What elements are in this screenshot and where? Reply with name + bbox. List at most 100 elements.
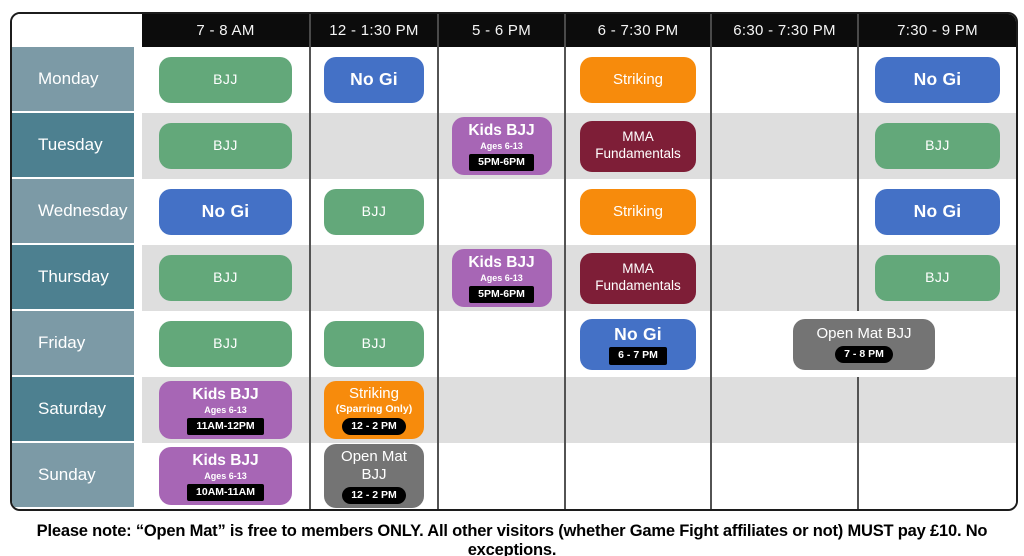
time-header-7-8am: 7 - 8 AM: [142, 14, 309, 47]
cell-wednesday-630-730pm: [710, 179, 857, 245]
time-badge: 5PM-6PM: [469, 285, 534, 303]
time-badge: 7 - 8 PM: [835, 345, 893, 363]
cell-friday-7-8am: BJJ: [142, 311, 309, 377]
cell-saturday-630-730pm: [710, 377, 857, 443]
time-badge: 6 - 7 PM: [609, 347, 667, 365]
class-label: BJJ: [361, 203, 387, 220]
class-label: BJJ: [361, 335, 387, 352]
class-label: No Gi: [913, 201, 962, 222]
class-label: Kids BJJ: [192, 452, 259, 470]
time-header-5-6pm: 5 - 6 PM: [437, 14, 564, 47]
cell-thursday-7-8am: BJJ: [142, 245, 309, 311]
footer-note: Please note: “Open Mat” is free to membe…: [36, 522, 988, 556]
class-label: BJJ: [213, 269, 238, 286]
class-label: No Gi: [201, 201, 250, 222]
day-label-saturday: Saturday: [12, 377, 142, 443]
class-label: BJJ: [213, 335, 238, 352]
class-pill-bjj: BJJ: [158, 255, 293, 301]
cell-sunday-630-730pm: [710, 443, 857, 509]
class-label: BJJ: [925, 137, 950, 154]
cell-friday-evening-span: Open Mat BJJ 7 - 8 PM: [710, 311, 1016, 377]
cell-friday-12-130pm: BJJ: [309, 311, 437, 377]
class-pill-nogi: No Gi 6 - 7 PM: [580, 318, 696, 370]
cell-saturday-5-6pm: [437, 377, 564, 443]
class-label: No Gi: [913, 69, 962, 90]
class-pill-bjj: BJJ: [323, 321, 425, 367]
class-pill-kids-bjj: Kids BJJ Ages 6-13 10AM-11AM: [158, 447, 293, 505]
cell-tuesday-6-730pm: MMA Fundamentals: [564, 113, 710, 179]
cell-sunday-5-6pm: [437, 443, 564, 509]
class-pill-nogi: No Gi: [158, 189, 293, 235]
day-label-thursday: Thursday: [12, 245, 142, 311]
class-label: Striking: [348, 385, 399, 403]
class-pill-bjj: BJJ: [874, 255, 1001, 301]
cell-saturday-730-9pm: [857, 377, 1016, 443]
cell-thursday-6-730pm: MMA Fundamentals: [564, 245, 710, 311]
class-label: BJJ: [213, 71, 238, 88]
time-badge: 11AM-12PM: [187, 417, 264, 435]
class-pill-nogi: No Gi: [874, 189, 1001, 235]
class-label: BJJ: [213, 137, 238, 154]
cell-tuesday-5-6pm: Kids BJJ Ages 6-13 5PM-6PM: [437, 113, 564, 179]
class-label: MMA Fundamentals: [595, 129, 681, 161]
time-badge: 12 - 2 PM: [342, 487, 406, 505]
class-label: No Gi: [614, 323, 662, 344]
day-label-monday: Monday: [12, 47, 142, 113]
cell-sunday-6-730pm: [564, 443, 710, 509]
day-label-sunday: Sunday: [12, 443, 142, 509]
cell-monday-7-8am: BJJ: [142, 47, 309, 113]
time-header-630-730pm: 6:30 - 7:30 PM: [710, 14, 857, 47]
class-label: Open Mat BJJ: [816, 325, 912, 343]
time-badge: 12 - 2 PM: [342, 417, 406, 435]
time-badge: 5PM-6PM: [469, 153, 534, 171]
class-label: Open Mat BJJ: [341, 447, 407, 484]
class-sublabel: Ages 6-13: [204, 405, 247, 416]
cell-wednesday-7-8am: No Gi: [142, 179, 309, 245]
cell-sunday-7-8am: Kids BJJ Ages 6-13 10AM-11AM: [142, 443, 309, 509]
class-pill-kids-bjj: Kids BJJ Ages 6-13 5PM-6PM: [451, 117, 552, 175]
cell-wednesday-12-130pm: BJJ: [309, 179, 437, 245]
time-header-6-730pm: 6 - 7:30 PM: [564, 14, 710, 47]
class-sublabel: Ages 6-13: [204, 471, 247, 482]
cell-tuesday-630-730pm: [710, 113, 857, 179]
cell-wednesday-5-6pm: [437, 179, 564, 245]
class-pill-nogi: No Gi: [874, 57, 1001, 103]
class-pill-bjj: BJJ: [158, 57, 293, 103]
class-sublabel: (Sparring Only): [335, 403, 413, 416]
cell-saturday-6-730pm: [564, 377, 710, 443]
cell-monday-730-9pm: No Gi: [857, 47, 1016, 113]
class-label: Kids BJJ: [468, 122, 535, 140]
class-pill-striking: Striking: [580, 189, 696, 235]
cell-monday-6-730pm: Striking: [564, 47, 710, 113]
class-label: Striking: [612, 202, 664, 220]
class-pill-striking: Striking: [580, 57, 696, 103]
cell-monday-630-730pm: [710, 47, 857, 113]
cell-wednesday-730-9pm: No Gi: [857, 179, 1016, 245]
cell-saturday-7-8am: Kids BJJ Ages 6-13 11AM-12PM: [142, 377, 309, 443]
cell-sunday-12-130pm: Open Mat BJJ 12 - 2 PM: [309, 443, 437, 509]
class-label: Kids BJJ: [468, 254, 535, 272]
class-pill-open-mat-bjj: Open Mat BJJ 12 - 2 PM: [323, 443, 425, 509]
class-label: No Gi: [350, 69, 398, 90]
cell-monday-5-6pm: [437, 47, 564, 113]
day-label-wednesday: Wednesday: [12, 179, 142, 245]
class-label: BJJ: [925, 269, 950, 286]
corner-cell: [12, 14, 142, 47]
class-pill-kids-bjj: Kids BJJ Ages 6-13 5PM-6PM: [451, 249, 552, 307]
schedule-table: 7 - 8 AM 12 - 1:30 PM 5 - 6 PM 6 - 7:30 …: [10, 12, 1018, 511]
cell-thursday-5-6pm: Kids BJJ Ages 6-13 5PM-6PM: [437, 245, 564, 311]
day-label-friday: Friday: [12, 311, 142, 377]
class-pill-bjj: BJJ: [158, 321, 293, 367]
cell-thursday-12-130pm: [309, 245, 437, 311]
cell-saturday-12-130pm: Striking (Sparring Only) 12 - 2 PM: [309, 377, 437, 443]
cell-wednesday-6-730pm: Striking: [564, 179, 710, 245]
class-label: Kids BJJ: [192, 386, 259, 404]
time-badge: 10AM-11AM: [187, 483, 264, 501]
schedule-grid: 7 - 8 AM 12 - 1:30 PM 5 - 6 PM 6 - 7:30 …: [12, 14, 1016, 509]
class-pill-open-mat-bjj: Open Mat BJJ 7 - 8 PM: [793, 318, 935, 370]
cell-friday-6-730pm: No Gi 6 - 7 PM: [564, 311, 710, 377]
day-label-tuesday: Tuesday: [12, 113, 142, 179]
cell-friday-5-6pm: [437, 311, 564, 377]
time-header-12-130pm: 12 - 1:30 PM: [309, 14, 437, 47]
